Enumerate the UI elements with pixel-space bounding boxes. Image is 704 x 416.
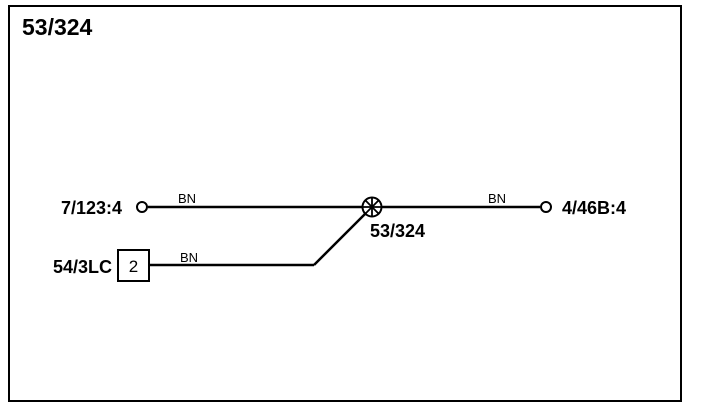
connector-label-left-top: 7/123:4 [61,198,122,218]
terminal-left [136,201,148,213]
wire-bottom-diagonal [313,213,366,266]
connector-label-left-bottom: 54/3LC [53,257,112,277]
splice-label: 53/324 [370,221,425,241]
connector-pin-box [117,249,150,282]
wire-color-bottom: BN [180,250,198,265]
splice-icon [361,196,383,218]
wire-color-top-right: BN [488,191,506,206]
diagram-frame [8,5,682,402]
connector-label-right: 4/46B:4 [562,198,626,218]
terminal-right [540,201,552,213]
diagram-title: 53/324 [22,14,93,40]
pin-number: 2 [129,257,138,276]
wire-color-top-left: BN [178,191,196,206]
